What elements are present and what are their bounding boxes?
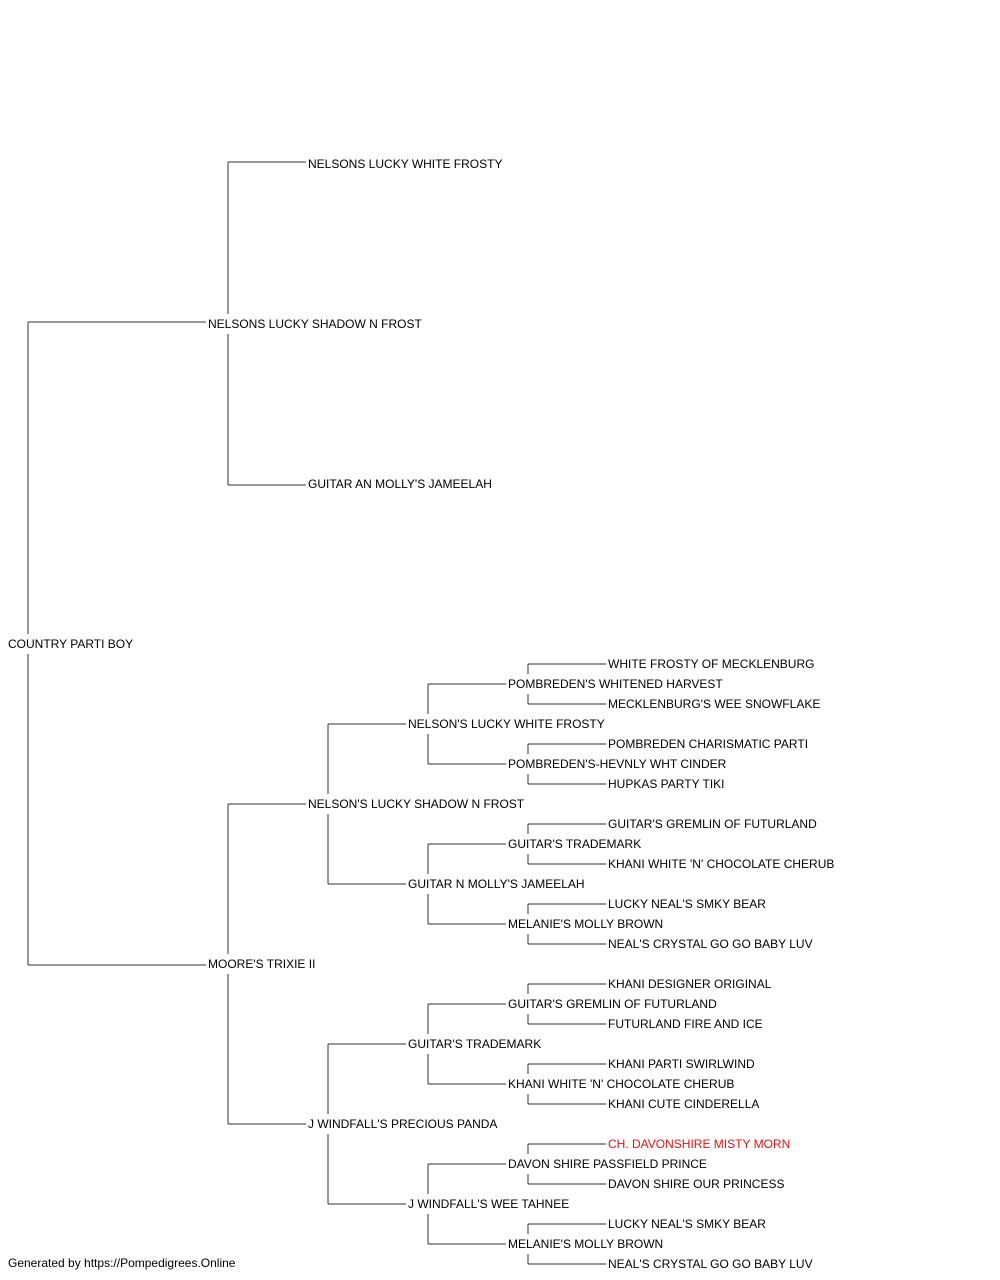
dam-sire-dam-sire-sire[interactable]: GUITAR'S GREMLIN OF FUTURLAND [608, 817, 817, 831]
dam-sire-dam-dam[interactable]: MELANIE'S MOLLY BROWN [508, 917, 663, 931]
sire-name[interactable]: NELSONS LUCKY SHADOW N FROST [208, 317, 422, 331]
dam-dam-sire-dam-dam[interactable]: KHANI CUTE CINDERELLA [608, 1097, 759, 1111]
dam-dam-dam-dam-sire[interactable]: LUCKY NEAL'S SMKY BEAR [608, 1217, 766, 1231]
dam-sire-sire-sire[interactable]: POMBREDEN'S WHITENED HARVEST [508, 677, 723, 691]
dam-dam[interactable]: J WINDFALL'S PRECIOUS PANDA [308, 1117, 497, 1131]
dam-dam-sire-dam-sire[interactable]: KHANI PARTI SWIRLWIND [608, 1057, 755, 1071]
dam-dam-dam-sire-dam[interactable]: DAVON SHIRE OUR PRINCESS [608, 1177, 784, 1191]
dam-sire-sire-sire-sire[interactable]: WHITE FROSTY OF MECKLENBURG [608, 657, 814, 671]
dam-dam-dam-sire-sire[interactable]: CH. DAVONSHIRE MISTY MORN [608, 1137, 790, 1151]
dam-dam-dam-dam-dam[interactable]: NEAL'S CRYSTAL GO GO BABY LUV [608, 1257, 813, 1271]
dam-sire-sire-sire-dam[interactable]: MECKLENBURG'S WEE SNOWFLAKE [608, 697, 820, 711]
generated-by-footer: Generated by https://Pompedigrees.Online [8, 1256, 236, 1270]
dam-dam-sire-sire-sire[interactable]: KHANI DESIGNER ORIGINAL [608, 977, 772, 991]
sire-dam-name[interactable]: GUITAR AN MOLLY'S JAMEELAH [308, 477, 492, 491]
dam-dam-sire[interactable]: GUITAR'S TRADEMARK [408, 1037, 541, 1051]
dam-dam-dam[interactable]: J WINDFALL'S WEE TAHNEE [408, 1197, 569, 1211]
dam-sire-dam-sire[interactable]: GUITAR'S TRADEMARK [508, 837, 641, 851]
dam-dam-sire-sire[interactable]: GUITAR'S GREMLIN OF FUTURLAND [508, 997, 717, 1011]
dam-sire-dam[interactable]: GUITAR N MOLLY'S JAMEELAH [408, 877, 585, 891]
dam-sire-sire-dam[interactable]: POMBREDEN'S-HEVNLY WHT CINDER [508, 757, 727, 771]
root-dog-name[interactable]: COUNTRY PARTI BOY [8, 637, 133, 651]
dam-sire-dam-sire-dam[interactable]: KHANI WHITE 'N' CHOCOLATE CHERUB [608, 857, 834, 871]
dam-sire-sire-dam-sire[interactable]: POMBREDEN CHARISMATIC PARTI [608, 737, 808, 751]
dam-sire-dam-dam-sire[interactable]: LUCKY NEAL'S SMKY BEAR [608, 897, 766, 911]
dam-dam-sire-dam[interactable]: KHANI WHITE 'N' CHOCOLATE CHERUB [508, 1077, 734, 1091]
sire-sire-name[interactable]: NELSONS LUCKY WHITE FROSTY [308, 157, 502, 171]
dam-sire[interactable]: NELSON'S LUCKY SHADOW N FROST [308, 797, 525, 811]
dam-name[interactable]: MOORE'S TRIXIE II [208, 957, 315, 971]
dam-dam-dam-dam[interactable]: MELANIE'S MOLLY BROWN [508, 1237, 663, 1251]
dam-sire-dam-dam-dam[interactable]: NEAL'S CRYSTAL GO GO BABY LUV [608, 937, 813, 951]
dam-sire-sire-dam-dam[interactable]: HUPKAS PARTY TIKI [608, 777, 724, 791]
dam-dam-dam-sire[interactable]: DAVON SHIRE PASSFIELD PRINCE [508, 1157, 707, 1171]
dam-sire-sire[interactable]: NELSON'S LUCKY WHITE FROSTY [408, 717, 605, 731]
dam-dam-sire-sire-dam[interactable]: FUTURLAND FIRE AND ICE [608, 1017, 763, 1031]
